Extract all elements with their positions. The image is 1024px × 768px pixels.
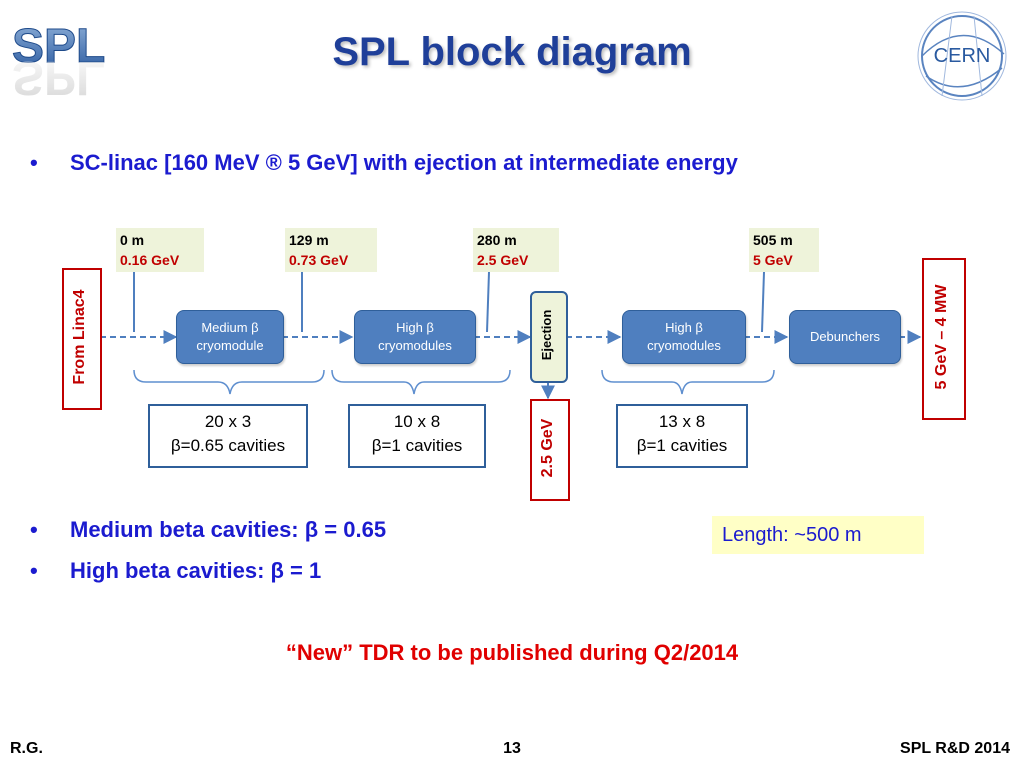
brace: [133, 369, 325, 395]
position-distance: 505 m: [753, 232, 793, 248]
svg-text:SPL: SPL: [12, 20, 105, 73]
final-output-box: [922, 258, 966, 420]
footer-page-number: 13: [503, 740, 521, 757]
debunchers: Debunchers: [789, 310, 901, 364]
svg-text:CERN: CERN: [934, 45, 991, 67]
high-beta-cryomodules-1: High β cryomodules: [354, 310, 476, 364]
source-label: From Linac4: [71, 289, 88, 385]
position-energy: 5 GeV: [753, 252, 793, 268]
position-distance: 0 m: [120, 232, 145, 248]
brace: [331, 369, 511, 395]
source-label-box: [62, 268, 102, 410]
bullet-medium-beta: • Medium beta cavities: β = 0.65: [0, 517, 700, 547]
position-distance: 280 m: [477, 232, 517, 248]
cavity-count: 13 x 8: [658, 412, 706, 431]
final-output: 5 GeV – 4 MW: [933, 284, 950, 390]
module-line2: cryomodules: [378, 338, 452, 353]
module-line2: cryomodules: [647, 338, 721, 353]
position-distance: 129 m: [289, 232, 329, 248]
tdr-announcement: “New” TDR to be published during Q2/2014: [285, 640, 739, 665]
position-label: 280 m 2.5 GeV: [473, 228, 559, 272]
spl-logo-graphic: SPL SPL: [12, 20, 106, 105]
position-label: 129 m 0.73 GeV: [285, 228, 377, 272]
bullet-dot: •: [30, 517, 38, 542]
high-beta-cryomodules-2: High β cryomodules: [622, 310, 746, 364]
cavities-box: 10 x 8 β=1 cavities: [348, 404, 486, 468]
cavity-type: β=1 cavities: [636, 436, 728, 455]
brace: [601, 369, 775, 395]
position-energy: 0.16 GeV: [120, 252, 180, 268]
position-pointer: [761, 271, 765, 333]
module-line1: High β: [665, 320, 703, 335]
cern-logo: CERN: [912, 6, 1016, 106]
medium-beta-cryomodule: Medium β cryomodule: [176, 310, 284, 364]
position-energy: 2.5 GeV: [477, 252, 529, 268]
module-line1: Debunchers: [809, 329, 881, 344]
bullet-dot: •: [30, 150, 38, 175]
footer-author: R.G.: [10, 740, 43, 757]
bullet-sc-linac: • SC-linac [160 MeV ® 5 GeV] with ejecti…: [0, 150, 1024, 180]
position-energy: 0.73 GeV: [289, 252, 349, 268]
svg-text:SPL: SPL: [12, 51, 105, 104]
position-pointer: [486, 271, 490, 333]
cavity-count: 20 x 3: [204, 412, 252, 431]
slide-title: SPL block diagram: [332, 30, 692, 74]
bullet-dot: •: [30, 558, 38, 583]
cavities-box: 13 x 8 β=1 cavities: [616, 404, 748, 468]
cavity-type: β=0.65 cavities: [170, 436, 286, 455]
ejection-box: [530, 291, 568, 383]
ejection-label: Ejection: [539, 309, 554, 361]
cavities-box: 20 x 3 β=0.65 cavities: [148, 404, 308, 468]
bullet-text: Medium beta cavities: β = 0.65: [70, 517, 387, 542]
length-note: Length: ~500 m: [712, 516, 924, 554]
ejection-output: 2.5 GeV: [539, 418, 556, 478]
position-label: 0 m 0.16 GeV: [116, 228, 204, 272]
ejection-output-box: [530, 399, 570, 501]
cavity-type: β=1 cavities: [371, 436, 463, 455]
module-line2: cryomodule: [196, 338, 264, 353]
bullet-high-beta: • High beta cavities: β = 1: [0, 558, 700, 588]
footer-event: SPL R&D 2014: [900, 740, 1010, 757]
spl-logo: SPL SPL: [8, 10, 123, 105]
bullet-text: SC-linac [160 MeV ® 5 GeV] with ejection…: [70, 150, 738, 175]
module-line1: High β: [396, 320, 434, 335]
module-line1: Medium β: [201, 320, 259, 335]
position-label: 505 m 5 GeV: [749, 228, 819, 272]
bullet-text: High beta cavities: β = 1: [70, 558, 322, 583]
cavity-count: 10 x 8: [393, 412, 441, 431]
